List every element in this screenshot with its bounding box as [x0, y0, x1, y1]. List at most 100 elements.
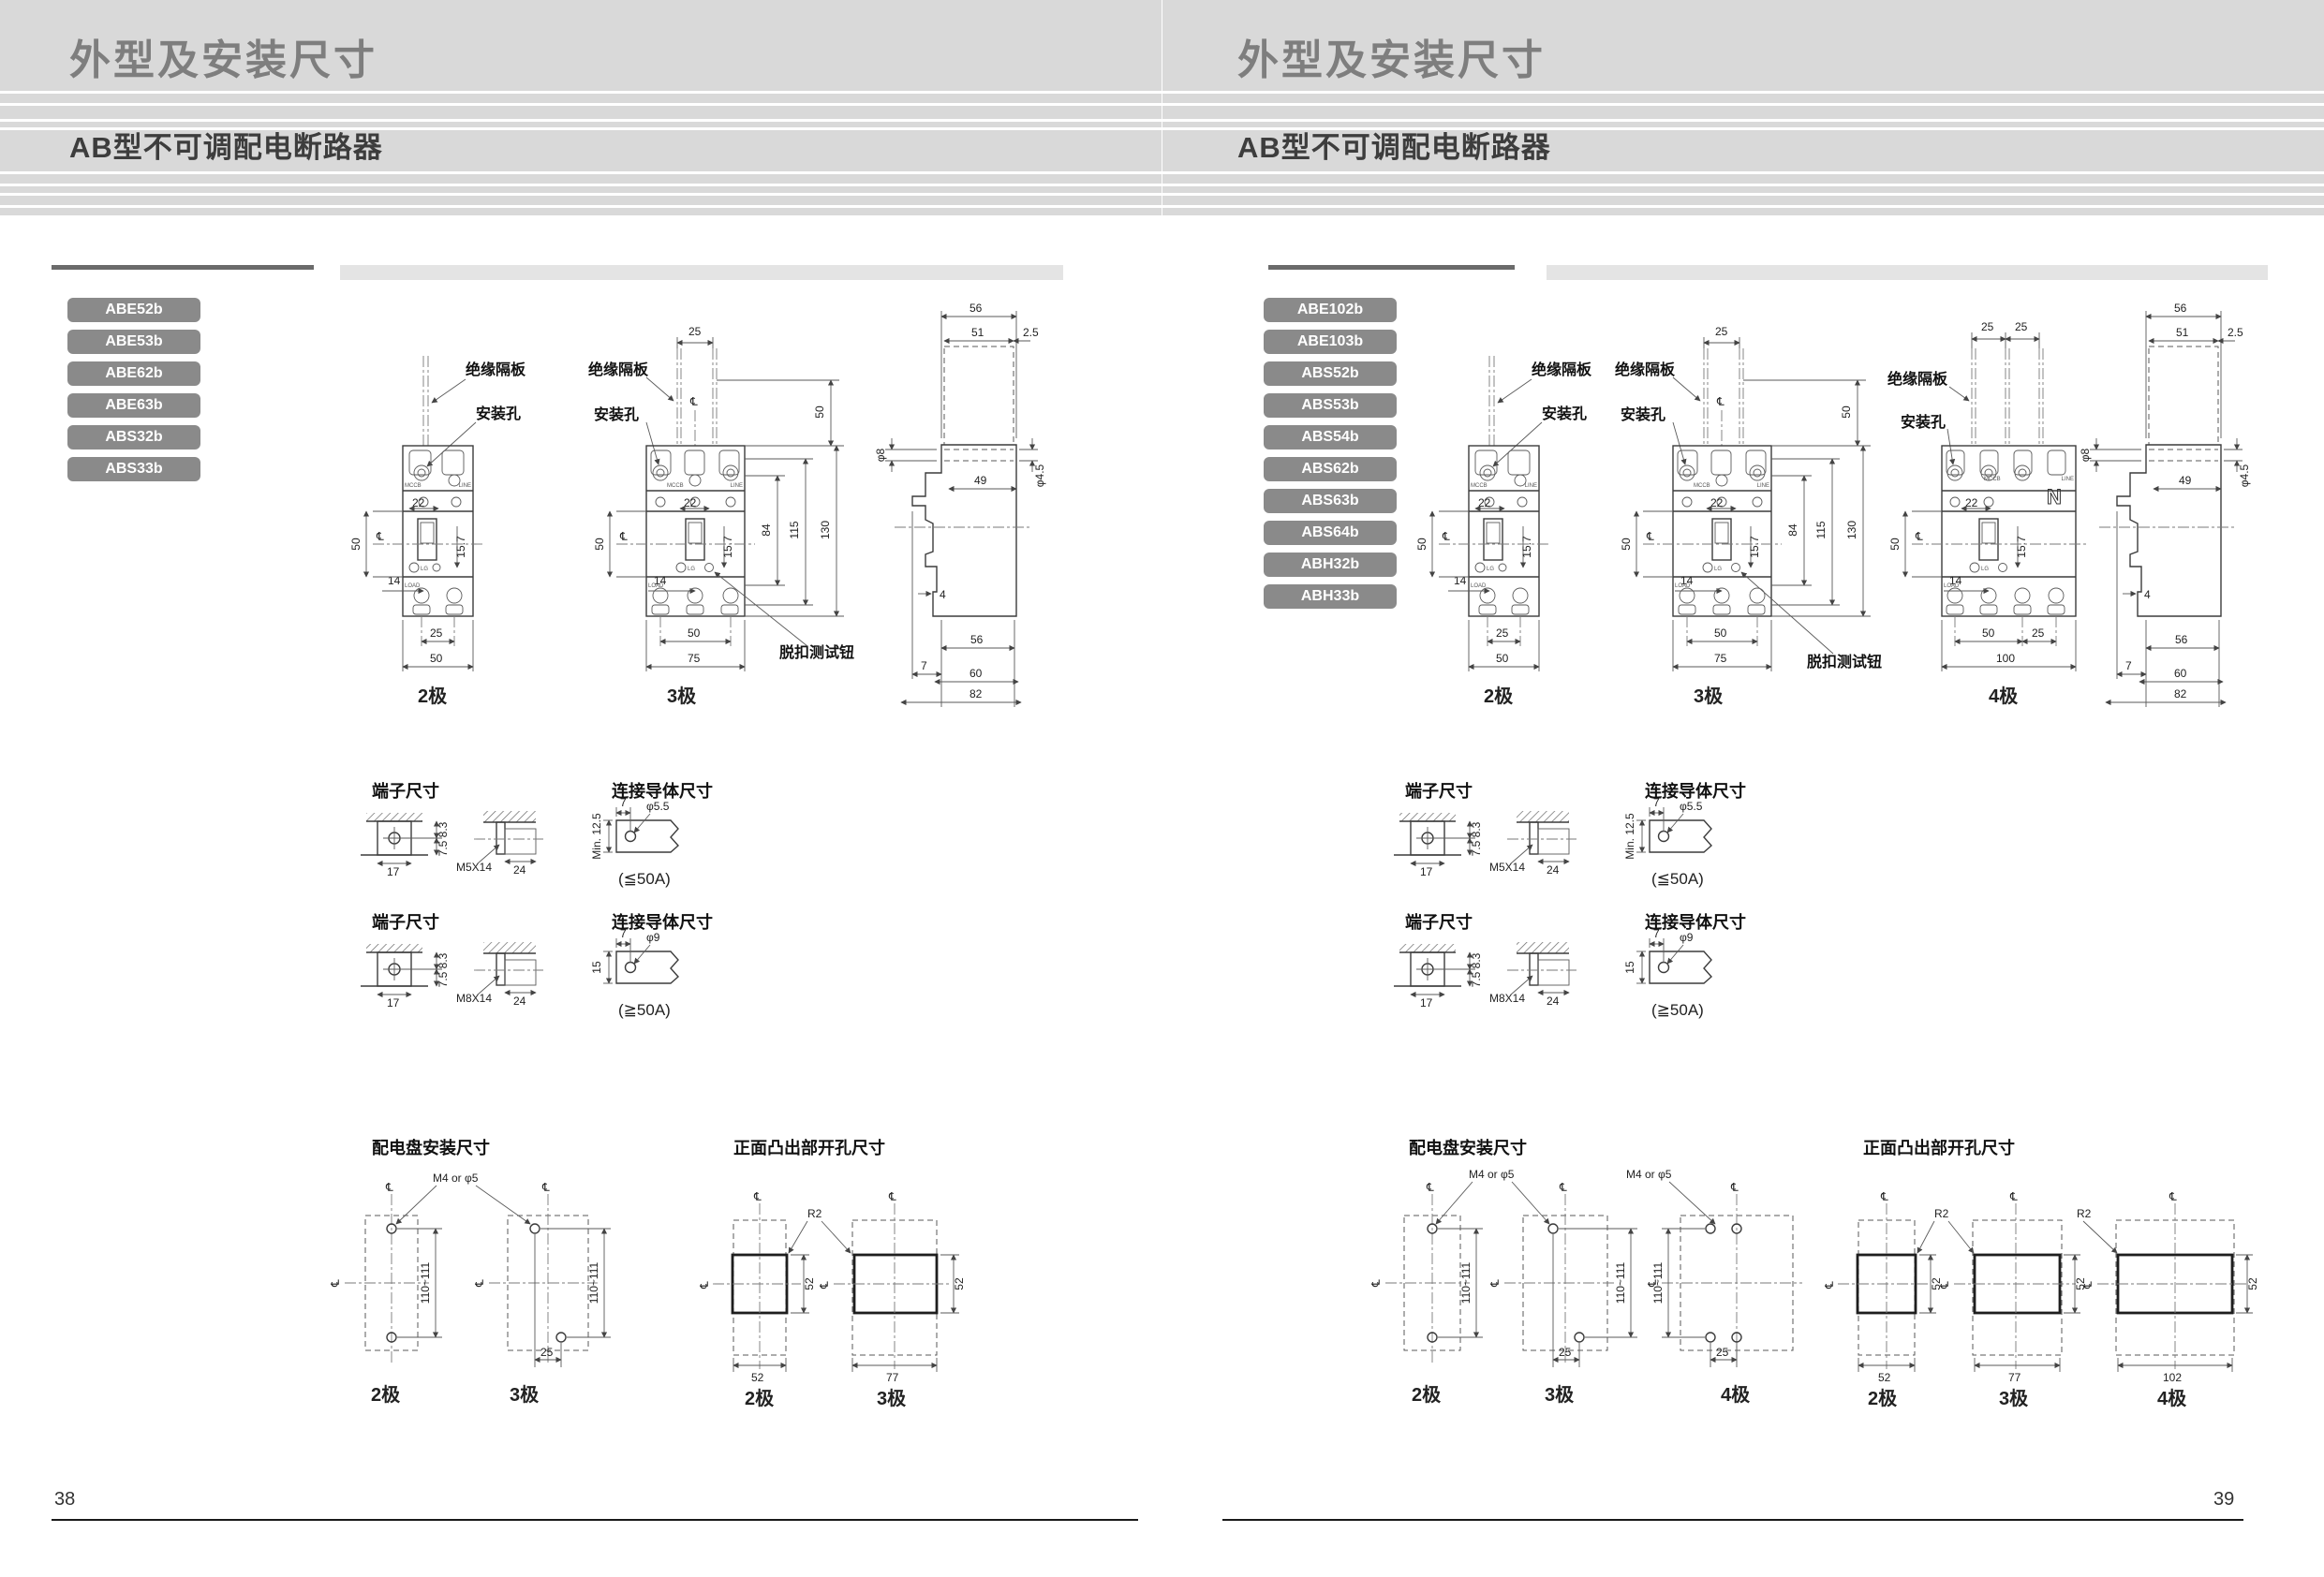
dim-7.5: 7.5 — [437, 840, 450, 856]
front-view-4pole: 25 25 绝缘隔板 安装孔 MCCB LINE N 22 15.7 — [1887, 320, 2086, 707]
dim-phi4.5: φ4.5 — [2238, 464, 2251, 487]
radius-callout: R2 — [807, 1207, 822, 1220]
dim-52-v: 52 — [2246, 1277, 2259, 1290]
section-title: 连接导体尺寸 — [612, 912, 713, 932]
page-number: 39 — [2213, 1489, 2235, 1510]
dim-50-topright: 50 — [813, 405, 826, 419]
centerline-symbol: ℄ — [698, 1281, 711, 1290]
centerline-symbol: ℄ — [1559, 1181, 1567, 1194]
dim-7.5: 7.5 — [1470, 971, 1483, 987]
dim-15.7: 15.7 — [721, 536, 734, 558]
centerline-symbol: ℄ — [473, 1279, 486, 1288]
hole-phi9: φ9 — [646, 931, 660, 944]
centerline-symbol: ℄ — [1426, 1181, 1434, 1194]
dim-115: 115 — [788, 521, 801, 538]
callout-mounting-hole: 安装孔 — [476, 405, 521, 422]
callout-trip-test-button: 脱扣测试钮 — [779, 643, 854, 661]
load-text: LOAD — [648, 583, 664, 589]
dim-50-left: 50 — [1888, 538, 1902, 551]
section-title: 端子尺寸 — [1405, 912, 1473, 932]
panel-mounting-section: 配电盘安装尺寸 M4 or φ5 M4 or φ5 ℄ ℄ 110~111 2极… — [1369, 1138, 1802, 1406]
dim-50-left: 50 — [593, 538, 606, 551]
dim-50-left: 50 — [1620, 538, 1633, 551]
dim-100-bottom: 100 — [1996, 652, 2015, 665]
dim-14: 14 — [1680, 574, 1694, 587]
terminal-size-row2: 端子尺寸 17 8.3 7.5 M8X14 24 — [1394, 912, 1576, 1010]
section-title: 连接导体尺寸 — [612, 781, 713, 801]
dim-min12.5: Min. 12.5 — [590, 813, 603, 860]
dim-25-bottom: 25 — [2032, 626, 2045, 640]
dim-49: 49 — [974, 474, 987, 487]
radius-callout: R2 — [1934, 1207, 1949, 1220]
amp-range: (≧50A) — [1651, 1001, 1704, 1019]
load-text: LOAD — [1944, 583, 1960, 589]
centerline-symbol: ℄ — [1488, 1279, 1502, 1288]
centerline-symbol: ℄ — [888, 1190, 896, 1203]
callout-mounting-hole: 安装孔 — [594, 405, 639, 423]
dim-75-bottom: 75 — [688, 652, 701, 665]
dim-7: 7 — [921, 659, 927, 672]
pole-label-4p: 4极 — [1989, 685, 2019, 707]
conductor-size-row1: 连接导体尺寸 7 φ5.5 Min. 12.5 (≦50A) — [590, 781, 713, 888]
dim-14: 14 — [654, 574, 667, 587]
screw-callout: M4 or φ5 — [1469, 1168, 1515, 1181]
page-left: 外型及安装尺寸 AB型不可调配电断路器 ABE52b ABE53b ABE62b… — [0, 0, 1162, 1521]
dim-15.7: 15.7 — [1520, 536, 1533, 558]
screw-callout: M4 or φ5 — [433, 1172, 479, 1185]
side-view: 56 51 2.5 φ8 49 φ4.5 4 56 7 60 — [874, 302, 1046, 707]
centerline-symbol: ℄ — [1442, 530, 1450, 543]
dim-14: 14 — [388, 574, 401, 587]
section-title: 连接导体尺寸 — [1645, 912, 1746, 932]
dim-110-111: 110~111 — [1459, 1261, 1473, 1304]
dim-25-bottom: 25 — [430, 626, 443, 640]
dim-52-w: 52 — [751, 1371, 764, 1384]
page-title: 外型及安装尺寸 — [1237, 37, 1546, 83]
pole-label-4p: 4极 — [2157, 1387, 2187, 1409]
dim-7: 7 — [1653, 927, 1660, 940]
mccb-text: MCCB — [1694, 483, 1710, 489]
centerline-symbol: ℄ — [1646, 1279, 1659, 1288]
dim-130: 130 — [819, 521, 832, 539]
model-badge: ABS52b — [1264, 361, 1397, 386]
model-badge: ABH32b — [1264, 553, 1397, 577]
model-badge: ABS33b — [67, 457, 200, 481]
lg-logo: LG — [1981, 567, 1989, 572]
dim-22: 22 — [684, 496, 697, 509]
dim-7.5: 7.5 — [437, 971, 450, 987]
dim-52-v: 52 — [803, 1277, 816, 1290]
section-title: 配电盘安装尺寸 — [1409, 1138, 1527, 1157]
dim-min12.5: Min. 12.5 — [1623, 813, 1636, 860]
screw-callout: M4 or φ5 — [1626, 1168, 1672, 1181]
dim-4: 4 — [2144, 588, 2151, 601]
divider-dark — [1268, 265, 1515, 270]
dim-84: 84 — [1786, 523, 1799, 537]
section-title: 正面凸出部开孔尺寸 — [1863, 1138, 2015, 1157]
page-title: 外型及安装尺寸 — [69, 37, 377, 83]
pole-label-2p: 2极 — [418, 685, 448, 707]
dim-82: 82 — [2174, 687, 2187, 700]
conductor-size-row2: 连接导体尺寸 7 φ9 15 (≧50A) — [590, 912, 713, 1019]
centerline-symbol: ℄ — [1938, 1281, 1951, 1290]
dim-50-topright: 50 — [1840, 405, 1853, 419]
dim-60: 60 — [2174, 667, 2187, 680]
terminal-size-row1: 端子尺寸 17 8.3 7.5 M5X14 24 — [1394, 781, 1576, 878]
lg-logo: LG — [688, 567, 695, 572]
front-view-3pole: 25 ℄ 绝缘隔板 安装孔 MCCB LINE 22 15.7 LG — [1615, 325, 1882, 707]
centerline-symbol: ℄ — [1823, 1281, 1836, 1290]
dim-82: 82 — [970, 687, 983, 700]
pole-label-2p: 2极 — [745, 1387, 775, 1409]
dim-24: 24 — [1547, 863, 1560, 877]
pole-label-3p: 3极 — [667, 685, 697, 707]
technical-drawings-left: 绝缘隔板 安装孔 MCCB LINE 22 15.7 LG 14 LOAD — [329, 302, 1046, 1409]
dim-110-111: 110~111 — [1614, 1261, 1627, 1304]
centerline-symbol: ℄ — [818, 1281, 831, 1290]
dim-15.7: 15.7 — [1748, 536, 1761, 558]
dim-49: 49 — [2179, 474, 2192, 487]
neutral-pole-mark: N — [2047, 485, 2062, 508]
dim-25-top: 25 — [1981, 320, 1994, 333]
model-badge: ABE102b — [1264, 298, 1397, 322]
dim-60: 60 — [970, 667, 983, 680]
dim-25: 25 — [1716, 1346, 1729, 1359]
model-badge: ABE53b — [67, 330, 200, 354]
pole-label-3p: 3极 — [1694, 685, 1724, 707]
